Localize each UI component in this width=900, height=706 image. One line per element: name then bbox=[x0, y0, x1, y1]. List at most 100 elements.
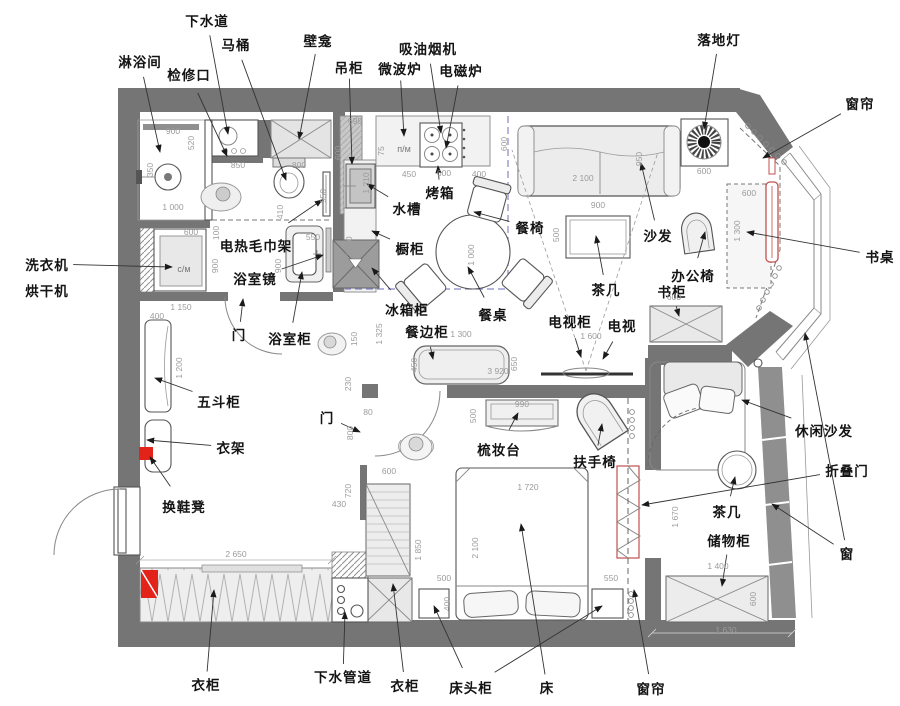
dimension-text: 850 bbox=[230, 160, 246, 170]
plan-label: 落地灯 bbox=[697, 33, 741, 48]
plan-label: 吸油烟机 bbox=[399, 42, 457, 57]
leader-arrow bbox=[341, 611, 348, 665]
dimension-text: 900 bbox=[273, 258, 283, 274]
dimension-text: 3 920 bbox=[487, 366, 509, 376]
leader-arrow bbox=[206, 589, 217, 672]
dimension-text: 695 bbox=[347, 116, 363, 126]
leader-arrow bbox=[154, 377, 193, 392]
plan-label: 检修口 bbox=[167, 68, 211, 83]
plan-label: 办公椅 bbox=[671, 269, 715, 284]
chest-of-drawers bbox=[144, 319, 172, 413]
dimension-text: 500 bbox=[436, 573, 452, 583]
plan-label: 洗衣机 bbox=[25, 258, 69, 273]
dimension-text: 900 bbox=[210, 258, 220, 274]
leader-arrow bbox=[508, 412, 519, 430]
dimension-text: 1 150 bbox=[170, 302, 192, 312]
plan-label: 扶手椅 bbox=[573, 455, 617, 470]
dimension-text: 600 bbox=[381, 466, 397, 476]
dimension-text: 1 325 bbox=[374, 323, 384, 345]
leader-arrow bbox=[467, 266, 485, 298]
leader-arrow bbox=[435, 165, 442, 180]
leader-arrow bbox=[444, 85, 459, 149]
dimension-text: 100 bbox=[211, 225, 221, 241]
dimension-text: 600 bbox=[741, 188, 757, 198]
dimension-lines bbox=[135, 555, 797, 638]
dimension-text: 1 000 bbox=[466, 244, 476, 266]
leader-arrow bbox=[594, 235, 604, 275]
dimension-text: 800 bbox=[345, 425, 355, 441]
plan-label: 茶几 bbox=[712, 505, 742, 520]
dining bbox=[317, 176, 553, 385]
plan-label: 梳妆台 bbox=[477, 443, 521, 458]
leader-arrow bbox=[574, 338, 582, 358]
dimension-text: 650 bbox=[509, 356, 519, 372]
bathroom bbox=[136, 119, 332, 355]
bathroom-door-arc bbox=[224, 296, 283, 355]
plan-label: 下水管道 bbox=[314, 670, 372, 685]
plan-label: 茶几 bbox=[591, 283, 621, 298]
leader-arrow bbox=[674, 305, 681, 317]
plan-label: 壁龛 bbox=[303, 34, 333, 49]
plan-mark: п/м bbox=[397, 144, 411, 154]
dimension-text: 400 bbox=[471, 169, 487, 179]
plan-label: 储物柜 bbox=[707, 534, 751, 549]
leader-arrow bbox=[366, 183, 389, 198]
dimension-text: 80 bbox=[363, 407, 373, 417]
dimension-text: 2 070 bbox=[344, 236, 354, 258]
leader-arrow bbox=[719, 554, 728, 587]
leader-arrow bbox=[146, 437, 212, 446]
pillow bbox=[463, 590, 519, 618]
leader-arrow bbox=[428, 346, 435, 360]
tv bbox=[562, 367, 610, 379]
leader-arrow bbox=[702, 53, 717, 130]
leader-arrow bbox=[288, 199, 323, 224]
plan-label: 电磁炉 bbox=[439, 64, 483, 79]
dimension-text: 600 bbox=[436, 168, 452, 178]
leader-arrow bbox=[197, 92, 228, 157]
dimension-text: 410 bbox=[275, 204, 285, 220]
dimension-text: 450 bbox=[409, 357, 419, 373]
dimension-text: 500 bbox=[551, 227, 561, 243]
dimension-text: 600 bbox=[499, 136, 509, 152]
dimension-text: 900 bbox=[165, 126, 181, 136]
plan-label: 换鞋凳 bbox=[162, 500, 206, 515]
leader-arrow bbox=[519, 523, 546, 675]
pillow bbox=[698, 385, 736, 414]
leader-arrow bbox=[697, 231, 707, 259]
leader-arrow bbox=[771, 503, 834, 545]
folding-door bbox=[616, 465, 641, 559]
dimension-text: 2 100 bbox=[572, 173, 594, 183]
plan-label: 餐椅 bbox=[515, 221, 545, 236]
dimension-text: 1 300 bbox=[450, 329, 472, 339]
dimension-text: 1 850 bbox=[413, 539, 423, 561]
leader-arrow bbox=[297, 54, 316, 140]
dimension-text: 600 bbox=[666, 292, 682, 302]
plan-label: 餐边柜 bbox=[405, 325, 449, 340]
dimension-text: 2 650 bbox=[225, 549, 247, 559]
dining-chair bbox=[395, 263, 447, 315]
dimension-text: 230 bbox=[343, 376, 353, 392]
plan-label: 电热毛巾架 bbox=[219, 239, 293, 254]
bed bbox=[455, 467, 589, 621]
plan-label: 床头柜 bbox=[449, 681, 493, 696]
plan-label: 吊柜 bbox=[334, 61, 364, 76]
plan-label: 淋浴间 bbox=[118, 55, 162, 70]
plan-label: 电视柜 bbox=[548, 315, 592, 330]
leader-arrow bbox=[348, 78, 355, 165]
plan-label: 烤箱 bbox=[425, 186, 455, 201]
plan-label: 冰箱柜 bbox=[385, 303, 429, 318]
leader-arrow bbox=[641, 474, 820, 507]
leader-arrow bbox=[632, 589, 650, 675]
dimension-text: 900 bbox=[590, 200, 606, 210]
leader-arrow bbox=[602, 341, 614, 360]
plan-label: 窗 bbox=[839, 547, 855, 562]
plan-label: 衣柜 bbox=[390, 679, 420, 694]
dimension-text: 600 bbox=[696, 166, 712, 176]
plan-label: 门 bbox=[231, 328, 247, 343]
dimension-text: 1 400 bbox=[707, 561, 729, 571]
leader-arrow bbox=[143, 76, 162, 153]
walls bbox=[118, 88, 795, 647]
dimension-text: 550 bbox=[305, 232, 321, 242]
dimension-text: 75 bbox=[376, 146, 386, 156]
